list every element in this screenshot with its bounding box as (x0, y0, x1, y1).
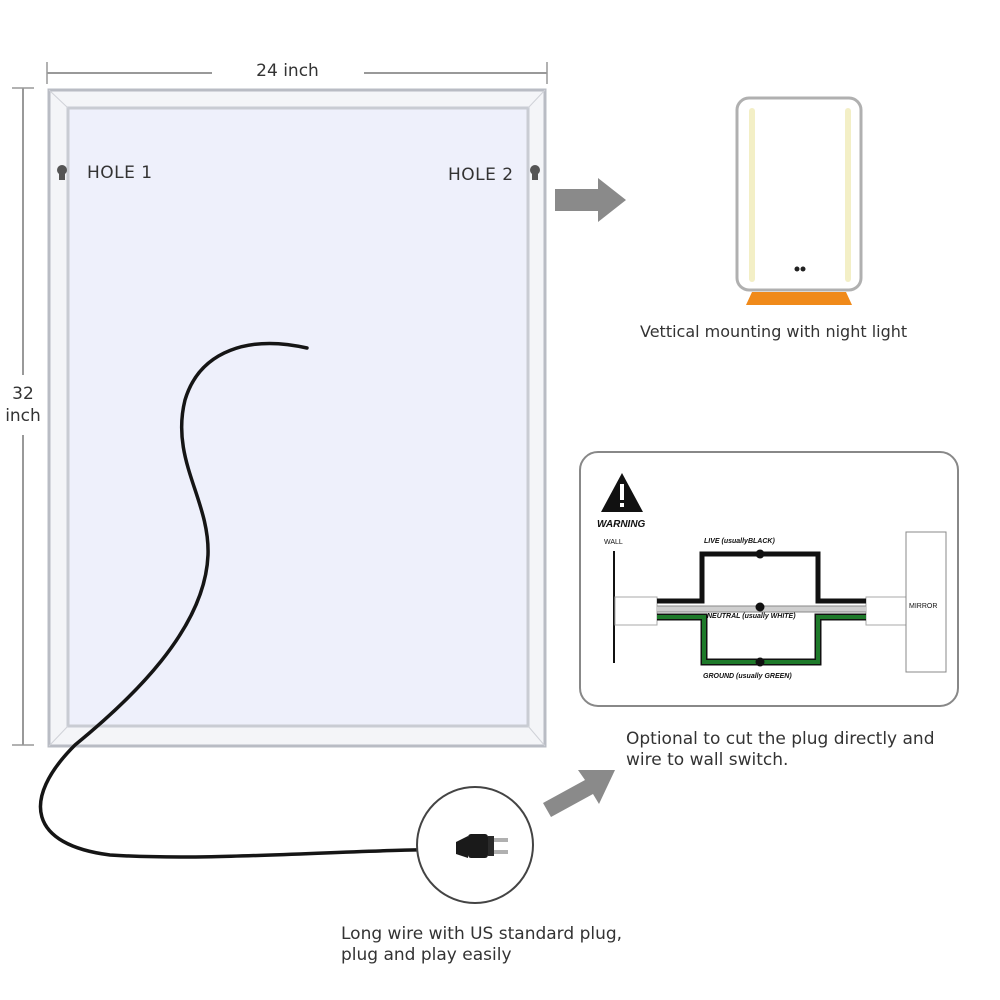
height-value-label: 32 (12, 384, 34, 404)
mirror-label: MIRROR (909, 603, 938, 610)
height-dimension-line (12, 87, 34, 746)
wiring-diagram-panel (579, 451, 959, 707)
plug-icon (416, 786, 534, 904)
power-cord (38, 341, 462, 859)
height-unit-label: inch (5, 406, 41, 426)
width-label: 24 inch (256, 61, 319, 81)
mirror-back (47, 88, 547, 748)
wall-label: WALL (604, 539, 623, 546)
warning-label: WARNING (597, 519, 646, 530)
hole-2-icon (530, 165, 540, 180)
hole-1-icon (57, 165, 67, 180)
neutral-wire-label: NEUTRAL (usually WHITE) (707, 613, 796, 620)
vertical-mirror-thumbnail (735, 96, 863, 305)
wiring-caption: Optional to cut the plug directly and wi… (626, 729, 935, 770)
width-dimension-line (46, 62, 548, 84)
arrow-up-right-icon (543, 770, 615, 817)
live-wire-label: LIVE (usuallyBLACK) (704, 538, 775, 545)
vertical-mounting-caption: Vettical mounting with night light (640, 322, 908, 341)
arrow-right-icon (555, 178, 626, 222)
hole-2-label: HOLE 2 (448, 165, 514, 185)
plug-caption: Long wire with US standard plug, plug an… (341, 924, 623, 965)
hole-1-label: HOLE 1 (87, 163, 153, 183)
ground-wire-label: GROUND (usually GREEN) (703, 673, 792, 680)
